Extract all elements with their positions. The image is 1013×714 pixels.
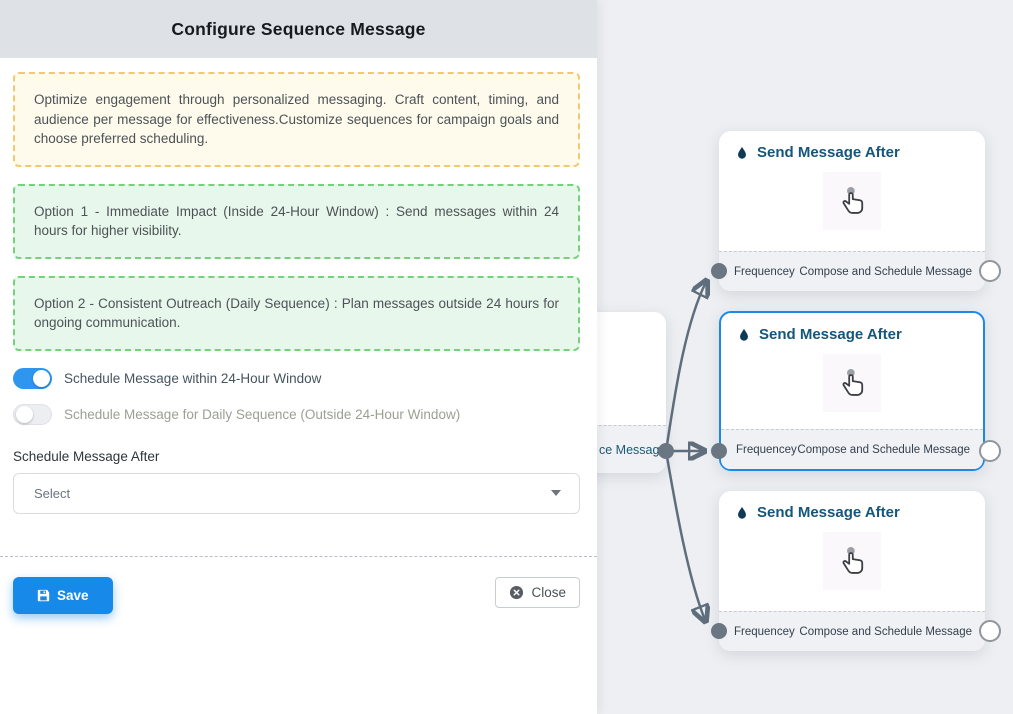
node-send-message-after-3[interactable]: Send Message After Frequencey Compose an… [719,491,985,651]
node-2-input-port[interactable] [711,443,727,459]
close-icon [509,585,524,600]
node-3-input-port[interactable] [711,623,727,639]
option2-note: Option 2 - Consistent Outreach (Daily Se… [13,275,580,351]
node-footer: Frequencey Compose and Schedule Message [719,611,985,651]
source-node-label: ce Message [599,442,667,457]
node-2-output-port[interactable] [979,440,1001,462]
node-send-message-after-2[interactable]: Send Message After Frequencey Compose an… [719,311,985,471]
select-value: Select [34,485,71,501]
droplet-icon [737,328,751,342]
toggle-daily-sequence[interactable] [13,403,52,425]
output-port-label: Compose and Schedule Message [799,265,972,278]
node-body [721,345,983,421]
flow-canvas[interactable]: ce Message Send Message After Frequencey… [597,0,1013,714]
page-title: Configure Sequence Message [171,18,426,39]
node-header: Send Message After [719,491,985,521]
node-footer: Frequencey Compose and Schedule Message [721,429,983,469]
node-send-message-after-1[interactable]: Send Message After Frequencey Compose an… [719,131,985,291]
schedule-after-label: Schedule Message After [13,448,160,464]
node-header: Send Message After [721,313,983,343]
input-port-label: Frequencey [734,625,795,638]
configure-sequence-panel: Configure Sequence Message Optimize enga… [0,0,597,714]
droplet-icon [735,506,749,520]
node-3-output-port[interactable] [979,620,1001,642]
option1-note: Option 1 - Immediate Impact (Inside 24-H… [13,183,580,259]
save-icon [37,589,50,602]
node-1-input-port[interactable] [711,263,727,279]
hand-pointer-icon[interactable] [823,172,881,230]
toggle-row-24hr: Schedule Message within 24-Hour Window [13,367,580,389]
info-note: Optimize engagement through personalized… [13,72,580,167]
source-output-port[interactable] [658,443,674,459]
node-title: Send Message After [759,326,902,343]
schedule-after-select[interactable]: Select [13,472,580,514]
divider [0,555,597,557]
flow-edges [664,0,1013,714]
toggle-24hr-window-label: Schedule Message within 24-Hour Window [64,370,322,386]
output-port-label: Compose and Schedule Message [799,625,972,638]
edge-to-node-1 [664,282,706,452]
toggle-knob [16,406,33,424]
close-button[interactable]: Close [495,576,580,608]
hand-pointer-icon[interactable] [823,532,881,590]
node-body [719,163,985,239]
toggle-daily-sequence-label: Schedule Message for Daily Sequence (Out… [64,406,461,422]
input-port-label: Frequencey [736,443,797,456]
actions-bar: Save Close [13,576,580,614]
source-node[interactable]: ce Message [597,312,666,473]
node-1-output-port[interactable] [979,260,1001,282]
chevron-down-icon [551,490,561,497]
input-port-label: Frequencey [734,265,795,278]
hand-pointer-icon[interactable] [823,354,881,412]
droplet-icon [735,146,749,160]
toggle-row-daily: Schedule Message for Daily Sequence (Out… [13,403,580,425]
toggle-knob [33,369,50,387]
node-header: Send Message After [719,131,985,161]
source-node-footer: ce Message [597,425,666,473]
panel-header: Configure Sequence Message [0,0,597,58]
node-title: Send Message After [757,504,900,521]
edge-to-node-3 [664,450,705,620]
close-button-label: Close [531,584,566,600]
node-title: Send Message After [757,144,900,161]
panel-body: Optimize engagement through personalized… [0,58,597,614]
save-button-label: Save [57,587,89,603]
toggle-24hr-window[interactable] [13,367,52,389]
node-footer: Frequencey Compose and Schedule Message [719,251,985,291]
save-button[interactable]: Save [13,576,113,614]
node-body [719,523,985,599]
output-port-label: Compose and Schedule Message [797,443,970,456]
